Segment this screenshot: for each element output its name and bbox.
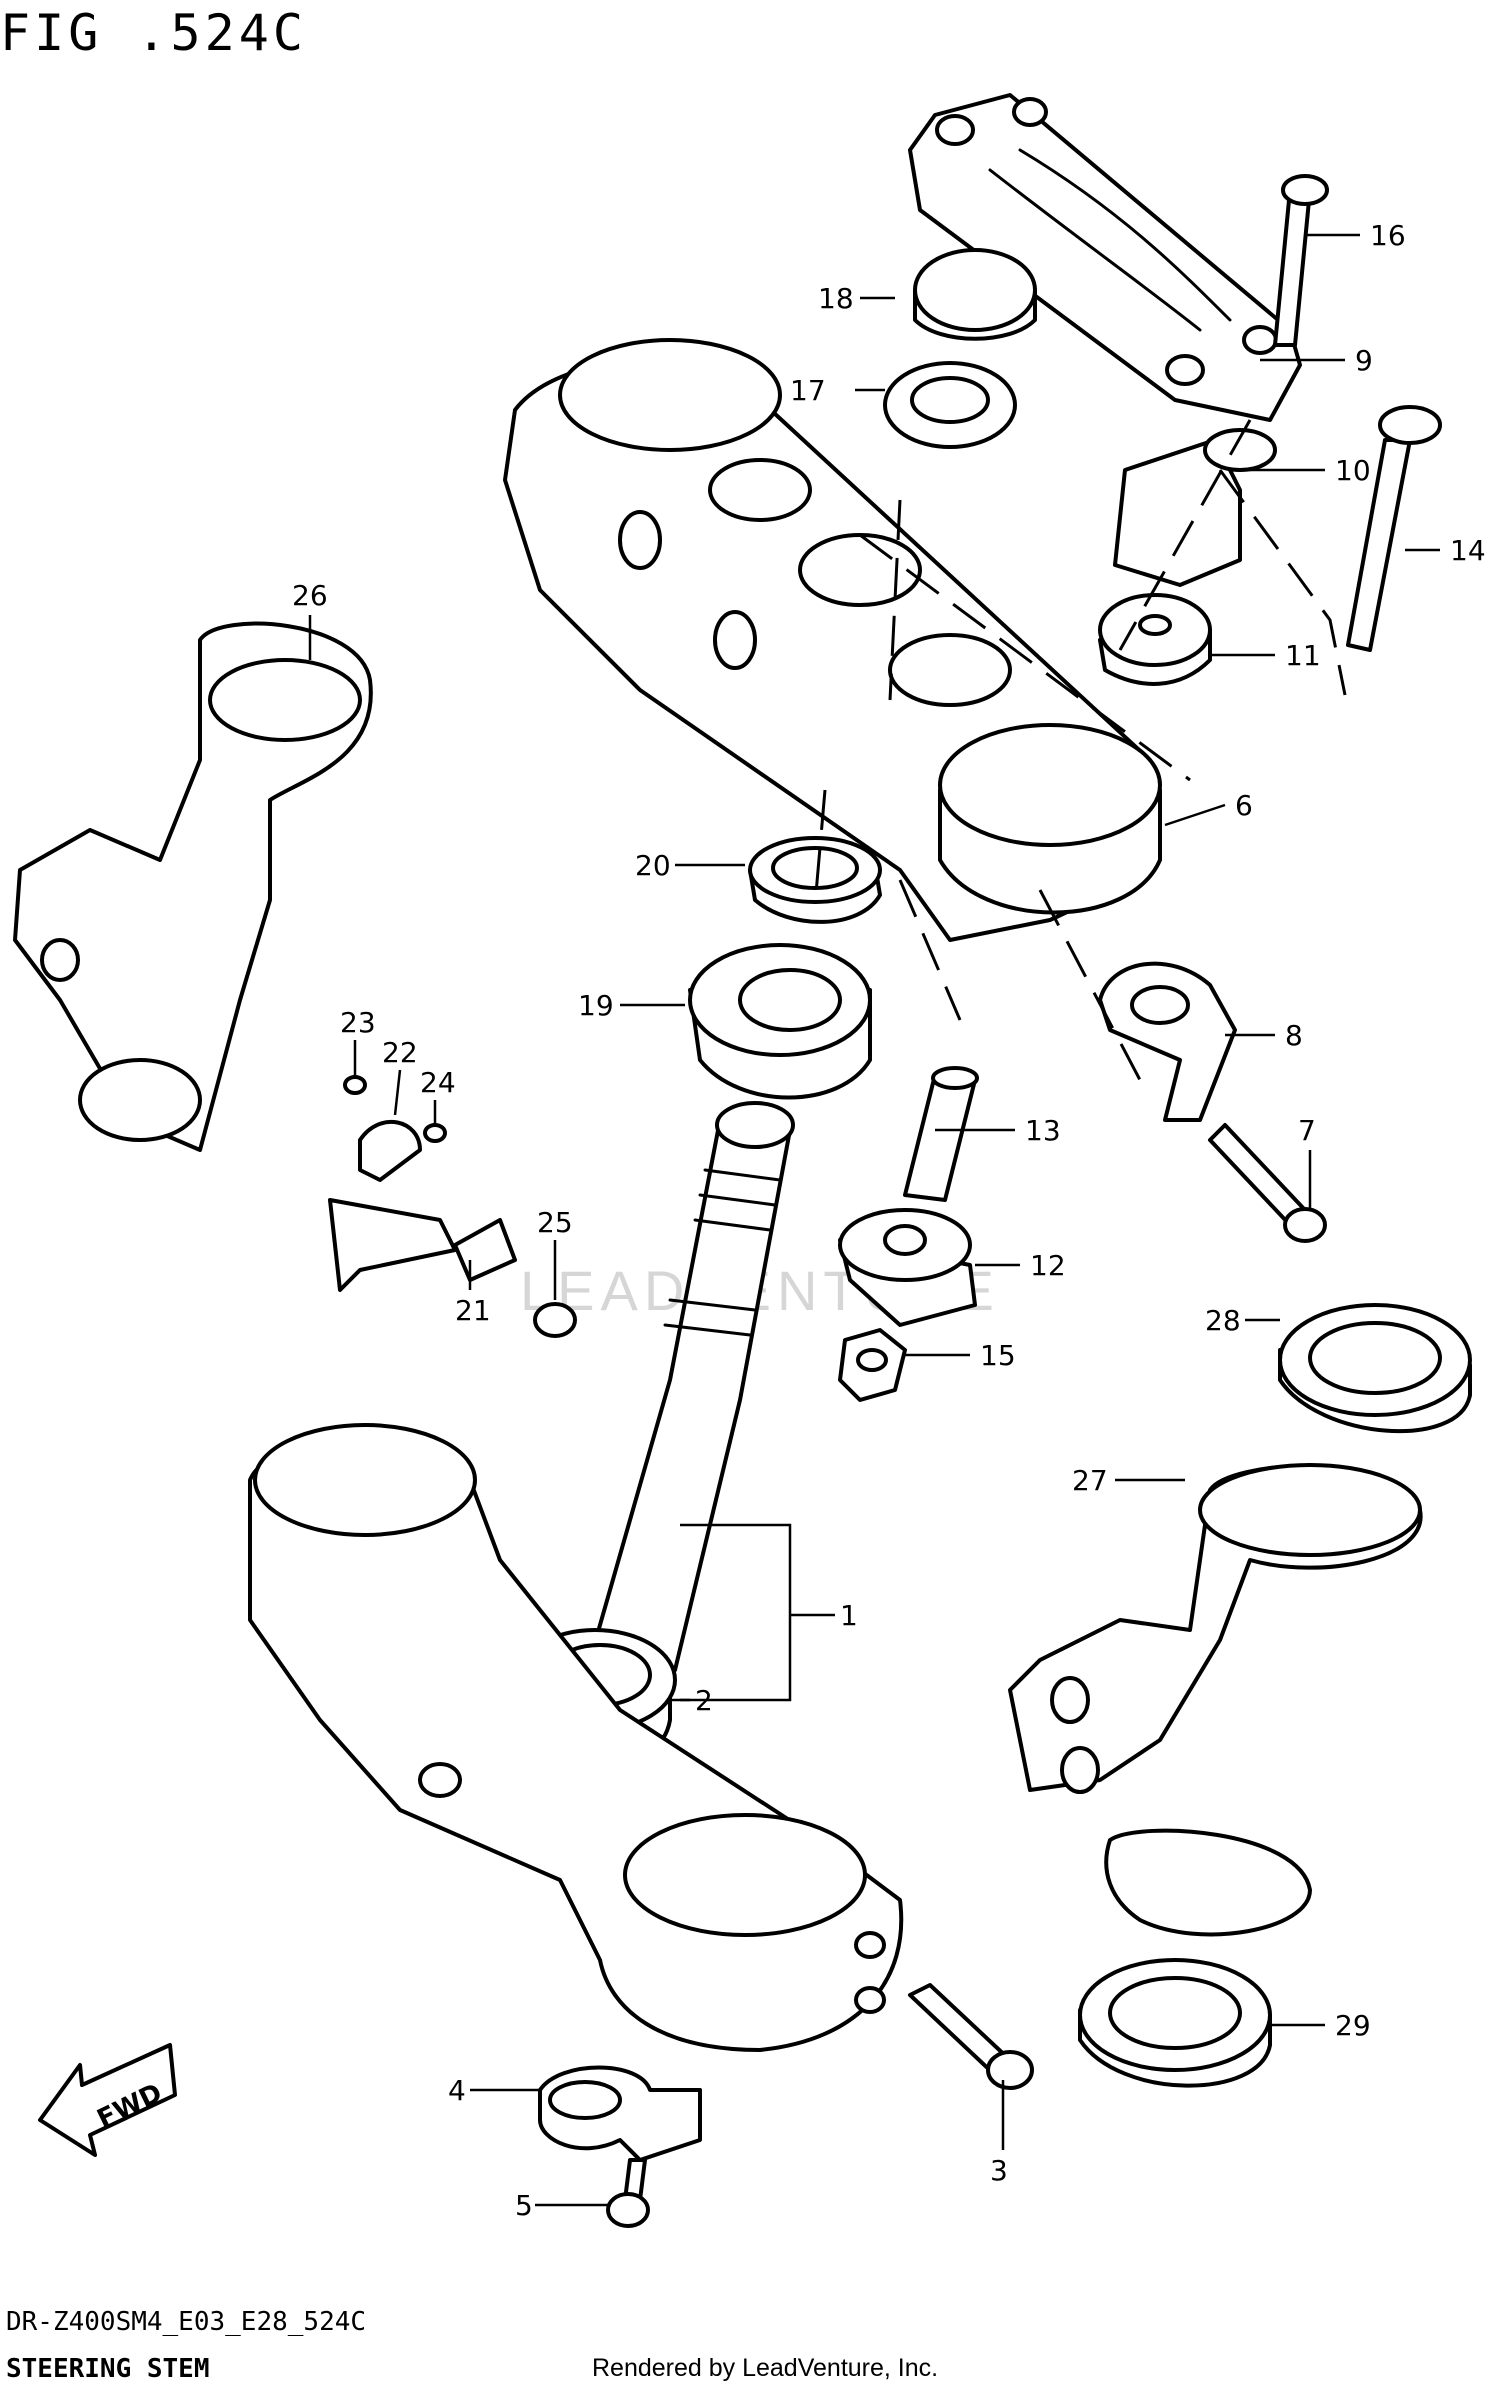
callout-14: 14 xyxy=(1450,534,1486,567)
fwd-arrow-icon: FWD xyxy=(38,2043,177,2157)
figure-title: FIG .524C xyxy=(0,4,307,62)
callout-17: 17 xyxy=(790,374,826,407)
model-code: DR-Z400SM4_E03_E28_524C xyxy=(6,2307,367,2337)
callout-19: 19 xyxy=(578,989,614,1022)
callout-29: 29 xyxy=(1335,2009,1371,2042)
upper-triple-clamp[interactable] xyxy=(503,338,1162,942)
rubber-12[interactable] xyxy=(838,1208,977,1327)
callout-7: 7 xyxy=(1298,1114,1316,1147)
ring-29[interactable] xyxy=(1078,1958,1272,2088)
plug-25[interactable] xyxy=(533,1302,577,1338)
callout-10: 10 xyxy=(1335,454,1371,487)
callout-16: 16 xyxy=(1370,219,1406,252)
bolt-16[interactable] xyxy=(1273,174,1329,347)
callout-22: 22 xyxy=(382,1036,418,1069)
nut-15[interactable] xyxy=(838,1328,907,1402)
callout-11: 11 xyxy=(1285,639,1321,672)
bolt-7[interactable] xyxy=(1208,1123,1327,1243)
nut-20[interactable] xyxy=(748,836,882,924)
bracket-26[interactable] xyxy=(13,621,373,1152)
spacer-13[interactable] xyxy=(903,1066,979,1202)
screw-23[interactable] xyxy=(343,1075,367,1095)
bolt-3[interactable] xyxy=(908,1983,1034,2090)
callout-6: 6 xyxy=(1235,789,1253,822)
washer-17[interactable] xyxy=(883,361,1017,449)
figure-subtitle: STEERING STEM xyxy=(6,2354,210,2384)
lower-triple-clamp[interactable] xyxy=(248,1423,904,2052)
callout-15: 15 xyxy=(980,1339,1016,1372)
callout-28: 28 xyxy=(1205,1304,1241,1337)
callout-1: 1 xyxy=(840,1599,858,1632)
washer-24[interactable] xyxy=(423,1123,447,1143)
bolt-14[interactable] xyxy=(1346,405,1442,652)
callout-27: 27 xyxy=(1072,1464,1108,1497)
switch-21[interactable] xyxy=(328,1198,517,1292)
callout-20: 20 xyxy=(635,849,671,882)
bearing-19[interactable] xyxy=(688,943,872,1100)
callout-25: 25 xyxy=(537,1206,573,1239)
rendered-by: Rendered by LeadVenture, Inc. xyxy=(592,2354,939,2382)
callout-3: 3 xyxy=(990,2154,1008,2187)
screw-5[interactable] xyxy=(606,2158,650,2228)
steering-stem[interactable] xyxy=(588,1101,795,1672)
callout-18: 18 xyxy=(818,282,854,315)
bracket-8[interactable] xyxy=(1098,961,1237,1122)
callout-4: 4 xyxy=(448,2074,466,2107)
callout-26: 26 xyxy=(292,579,328,612)
bracket-22[interactable] xyxy=(358,1120,422,1182)
leader-lines xyxy=(308,233,1440,2207)
callout-13: 13 xyxy=(1025,1114,1061,1147)
callout-8: 8 xyxy=(1285,1019,1303,1052)
cushion-11[interactable] xyxy=(1098,593,1212,686)
callout-9: 9 xyxy=(1355,344,1373,377)
ring-28[interactable] xyxy=(1278,1303,1472,1434)
assembly-guide-lines xyxy=(813,419,1347,1081)
clamp-4[interactable] xyxy=(538,2065,702,2162)
callout-21: 21 xyxy=(455,1294,491,1327)
upper-bracket[interactable] xyxy=(908,93,1302,422)
callout-12: 12 xyxy=(1030,1249,1066,1282)
callout-5: 5 xyxy=(515,2189,533,2222)
cap-18[interactable] xyxy=(913,248,1037,341)
callout-24: 24 xyxy=(420,1066,456,1099)
callout-23: 23 xyxy=(340,1006,376,1039)
bracket-27[interactable] xyxy=(1008,1463,1423,1937)
callout-numbers: 1 2 3 4 5 6 7 8 9 10 11 12 13 14 15 16 1… xyxy=(292,219,1486,2222)
bushing-10[interactable] xyxy=(1113,428,1277,587)
callout-2: 2 xyxy=(695,1684,713,1717)
